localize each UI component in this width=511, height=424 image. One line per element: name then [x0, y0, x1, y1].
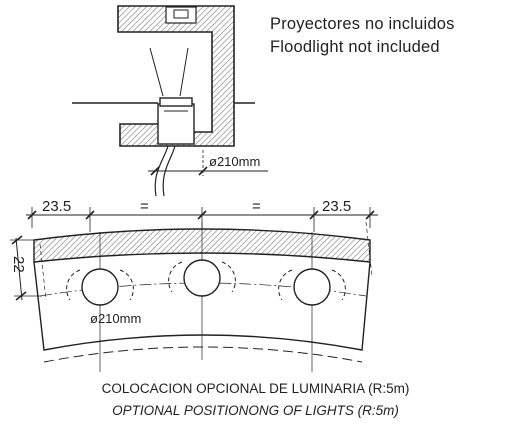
hole-diameter-label: ø210mm: [90, 311, 141, 326]
note-english: Floodlight not included: [270, 38, 440, 56]
edge-dash-lines: [39, 221, 373, 301]
dim-middle-right: =: [252, 198, 261, 215]
beam-left: [149, 47, 164, 97]
dim-left-offset: 23.5: [42, 198, 71, 215]
beam-right: [179, 47, 189, 97]
caption-english: OPTIONAL POSITIONONG OF LIGHTS (R:5m): [112, 403, 399, 418]
luminaire-housing: [157, 103, 195, 145]
light-position-2: [168, 259, 236, 297]
dim-depth: 22: [10, 256, 27, 273]
dashed-inner-curve: [43, 346, 363, 363]
pipe-dim-tick-left: [150, 166, 160, 176]
light-position-1: [66, 268, 134, 306]
light-position-3: [278, 268, 346, 306]
caption-spanish: COLOCACION OPCIONAL DE LUMINARIA (R:5m): [101, 381, 410, 396]
dim-middle-left: =: [140, 198, 149, 215]
section-detail: ø210mm: [72, 5, 268, 197]
depth-dim-line: [15, 237, 23, 301]
luminaire-lid: [159, 97, 193, 107]
top-dim-extensions: [31, 207, 371, 232]
note-spanish: Proyectores no incluidos: [270, 15, 455, 33]
plan-view: 23.5 = = 23.5 22: [10, 198, 378, 372]
top-fixture: [173, 9, 189, 19]
dim-right-offset: 23.5: [322, 198, 351, 215]
pipe-diameter-label: ø210mm: [209, 154, 260, 169]
curved-body-outline: [33, 261, 371, 351]
cable-right: [162, 145, 176, 197]
